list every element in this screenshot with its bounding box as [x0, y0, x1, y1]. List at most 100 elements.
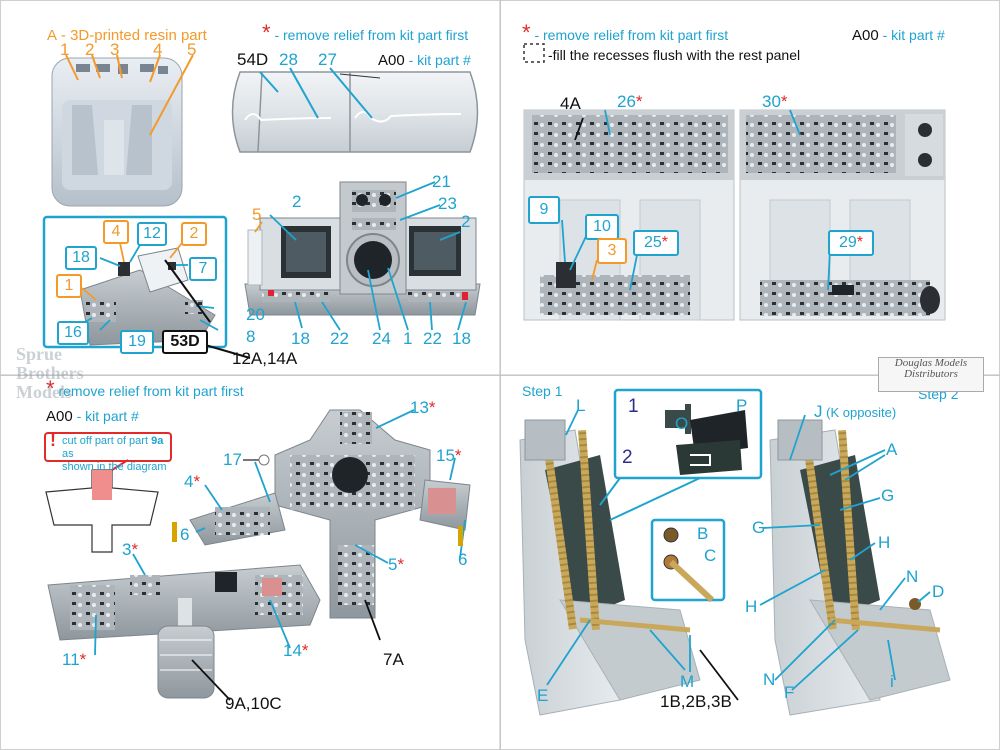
leader-lines-q3 [94, 409, 466, 656]
canopy-label-27: 27 [318, 50, 337, 69]
buckle-detail-box [650, 518, 726, 603]
q4-label-L: L [576, 396, 586, 415]
q4-label-G-left: G [752, 518, 766, 537]
q4-label-N-left: N [763, 670, 776, 689]
sidewall-right [739, 109, 946, 321]
q4-label-H-left: H [745, 597, 758, 616]
q4-label-B: B [697, 524, 709, 543]
watermark-left: Sprue Brothers Models [16, 344, 84, 402]
canopy-label-28: 28 [279, 50, 298, 69]
seat-step1 [519, 419, 701, 716]
q4-label-O: O [675, 414, 689, 433]
right-glareshield-panel [419, 479, 471, 531]
resin-number-5: 5 [187, 40, 197, 59]
j-opposite-label: J (K opposite) [814, 402, 897, 421]
control-stick [157, 598, 215, 699]
q2-box-3: 3 [597, 238, 627, 264]
resin-legend: A - 3D-printed resin part [47, 27, 207, 44]
kit-part-legend: A00 - kit part # [378, 52, 471, 69]
q2-label-4a: 4A [560, 94, 581, 113]
panel-label-1: 1 [403, 329, 413, 348]
q4-label-parts: 1B,2B,3B [660, 692, 732, 711]
q3-label-5: 5* [388, 555, 405, 574]
panel-label-24: 24 [372, 329, 391, 348]
main-instrument-panel [244, 181, 481, 316]
q3-label-17: 17 [223, 450, 242, 469]
q4-label-F: F [784, 683, 795, 702]
inset-box-12: 12 [137, 222, 167, 246]
panel-label-21: 21 [432, 172, 451, 191]
panel-label-5: 5 [252, 205, 262, 224]
q3-remove-relief: * remove relief from kit part first [46, 376, 244, 401]
canopy-part [231, 71, 479, 153]
q4-label-M: M [680, 672, 695, 691]
panel-label-22-left: 22 [330, 329, 349, 348]
center-instrument-panel [274, 409, 431, 619]
inset-box-2: 2 [181, 222, 207, 246]
q4-label-N-right: N [906, 567, 919, 586]
q3-label-11: 11* [62, 650, 87, 669]
remove-relief-note: * - remove relief from kit part first [262, 20, 469, 45]
leader-lines-q4 [546, 409, 931, 691]
resin-parts-block [51, 57, 183, 207]
q2-box-9: 9 [528, 196, 560, 224]
step1-detail-box [613, 388, 763, 480]
sidewall-left [523, 109, 735, 321]
q2-box-29: 29* [828, 230, 874, 256]
panel-label-18-left: 18 [291, 329, 310, 348]
step1-title: Step 1 [522, 383, 563, 399]
q3-label-3: 3* [122, 540, 139, 559]
inset-box-16: 16 [57, 321, 89, 345]
q4-label-A: A [886, 440, 898, 459]
q3-label-6-left: 6 [180, 525, 190, 544]
q3-kit-part-legend: A00 - kit part # [46, 408, 139, 425]
q2-kit-part-legend: A00 - kit part # [852, 27, 945, 44]
canopy-part-label: 54D [237, 50, 269, 69]
q4-label-E: E [537, 686, 549, 705]
panel-label-18-right: 18 [452, 329, 471, 348]
q2-label-30: 30* [762, 92, 788, 111]
q3-label-15: 15* [436, 446, 462, 465]
watermark-right: Douglas Models Distributors [878, 357, 984, 392]
q2-box-10: 10 [585, 214, 619, 240]
resin-number-3: 3 [110, 40, 120, 59]
q4-label-i: i [890, 672, 894, 691]
inset-box-1: 1 [56, 274, 82, 298]
q3-label-6-right: 6 [458, 550, 468, 569]
q2-box-25: 25* [633, 230, 679, 256]
q4-label-step-1: 1 [628, 396, 639, 417]
q4-label-P: P [736, 396, 748, 415]
q3-label-4: 4* [184, 472, 201, 491]
inset-label-8: 8 [246, 327, 256, 346]
seat-step2 [769, 419, 951, 716]
q4-label-D: D [932, 582, 945, 601]
panel-label-22-right: 22 [423, 329, 442, 348]
q3-label-14: 14* [283, 641, 309, 660]
q2-label-26: 26* [617, 92, 643, 111]
fill-recess-note: -fill the recesses flush with the rest p… [548, 47, 801, 63]
q4-label-H-right: H [878, 533, 891, 552]
inset-box-18: 18 [65, 246, 97, 270]
inset-box-7: 7 [189, 257, 217, 281]
inset-label-20: 20 [246, 305, 265, 324]
inset-label-12a14a: 12A,14A [232, 349, 298, 368]
left-glareshield-panel [189, 492, 286, 546]
panel-label-2-left: 2 [292, 192, 302, 211]
inset-box-53d: 53D [162, 330, 208, 354]
q4-label-step-2: 2 [622, 447, 633, 468]
panel-label-23: 23 [438, 194, 457, 213]
inset-box-19: 19 [120, 330, 154, 354]
q4-label-C: C [704, 546, 717, 565]
q3-label-13: 13* [410, 398, 436, 417]
resin-number-4: 4 [153, 40, 163, 59]
panel-label-2-right: 2 [461, 212, 471, 231]
q3-label-9a10c: 9A,10C [225, 694, 282, 713]
q4-label-G-right: G [881, 486, 895, 505]
q3-label-7a: 7A [383, 650, 404, 669]
cut-diagram [45, 459, 159, 553]
inset-box-4: 4 [103, 220, 129, 244]
resin-number-1: 1 [60, 40, 70, 59]
